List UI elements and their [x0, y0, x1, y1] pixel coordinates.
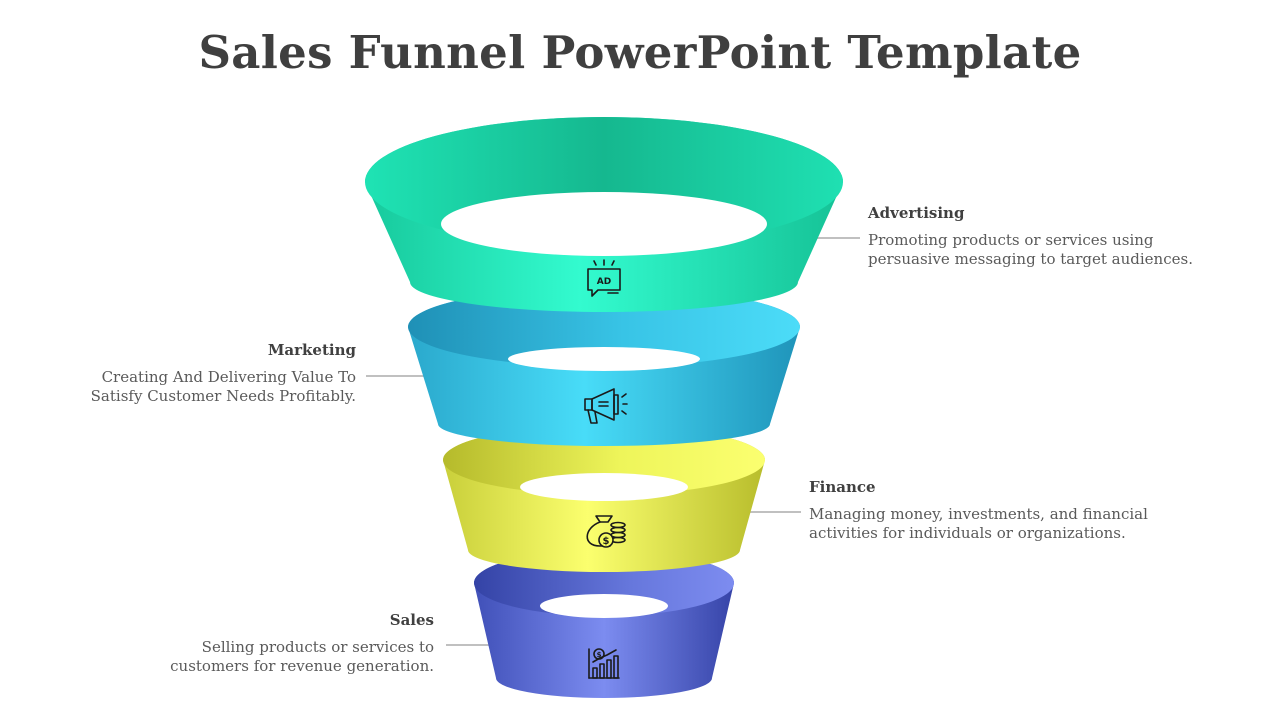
stage-desc-advertising: Promoting products or services using per…	[868, 231, 1248, 269]
desc-line: Selling products or services to	[201, 638, 434, 656]
sales-chart-icon: $	[588, 648, 620, 679]
desc-line: activities for individuals or organizati…	[809, 524, 1126, 542]
stage-label-marketing: Marketing	[267, 341, 356, 359]
ad-sign-icon: AD	[587, 259, 621, 297]
desc-line: Managing money, investments, and financi…	[809, 505, 1148, 523]
megaphone-icon	[584, 388, 628, 424]
funnel-ring-advertising	[365, 117, 843, 312]
slide-title: Sales Funnel PowerPoint Template	[198, 26, 1082, 79]
stage-label-sales: Sales	[389, 611, 434, 629]
stage-label-advertising: Advertising	[868, 204, 965, 222]
desc-line: Promoting products or services using	[868, 231, 1154, 249]
svg-text:$: $	[603, 536, 610, 547]
desc-line: Satisfy Customer Needs Profitably.	[90, 387, 356, 405]
stage-desc-finance: Managing money, investments, and financi…	[809, 505, 1229, 543]
svg-text:AD: AD	[597, 277, 611, 287]
stage-desc-marketing: Creating And Delivering Value To Satisfy…	[20, 368, 356, 406]
desc-line: customers for revenue generation.	[170, 657, 434, 675]
desc-line: persuasive messaging to target audiences…	[868, 250, 1193, 268]
stage-desc-sales: Selling products or services to customer…	[80, 638, 434, 676]
desc-line: Creating And Delivering Value To	[101, 368, 356, 386]
money-bag-coins-icon: $	[586, 515, 626, 548]
stage-label-finance: Finance	[809, 478, 876, 496]
funnel-ring-finance	[443, 425, 765, 572]
svg-text:$: $	[597, 651, 602, 659]
